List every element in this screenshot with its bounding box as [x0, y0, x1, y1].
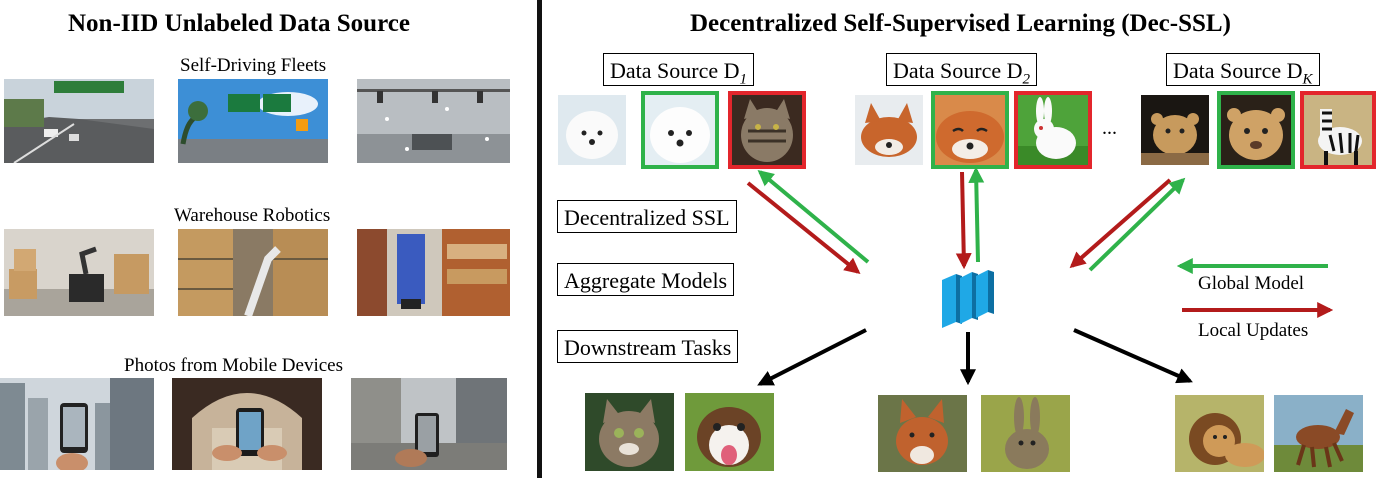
data-source-2-text: Data Source D: [893, 58, 1023, 83]
fox-augmented-photo: [931, 91, 1009, 169]
legend-local-updates: Local Updates: [1198, 320, 1309, 341]
snowy-intersection-photo: [357, 79, 510, 163]
cat-photo: [585, 393, 674, 471]
hare-photo: [981, 395, 1070, 472]
panel-divider: [537, 0, 542, 478]
phone-skyscrapers-photo: [0, 378, 154, 470]
caption-mobile-devices: Photos from Mobile Devices: [124, 355, 344, 376]
rabbit-photo: [1014, 91, 1092, 169]
local-update-arrow-k: [1069, 178, 1172, 269]
right-panel-title: Decentralized Self-Supervised Learning (…: [690, 10, 1231, 37]
tabby-cat-photo: [728, 91, 806, 169]
step-decentralized-ssl: Decentralized SSL: [557, 200, 737, 233]
warehouse-aisle-photo: [178, 229, 328, 316]
downstream-arrow-left: [757, 328, 867, 386]
data-source-1-subscript: 1: [739, 71, 748, 88]
data-source-2-label: Data Source D2: [886, 53, 1038, 88]
global-model-arrow-1: [757, 169, 870, 264]
global-model-arrow-2: [968, 166, 985, 263]
city-road-signs-photo: [178, 79, 328, 163]
phone-archway-photo: [172, 378, 322, 470]
data-source-k-subscript: K: [1302, 71, 1313, 88]
step-downstream-tasks: Downstream Tasks: [557, 330, 739, 363]
step-aggregate-models: Aggregate Models: [557, 263, 735, 296]
local-update-arrow-2: [955, 171, 972, 270]
white-puppy-photo: [558, 95, 626, 165]
horse-photo: [1274, 395, 1363, 472]
data-source-k-label: Data Source DK: [1166, 53, 1320, 88]
ellipsis: ...: [1102, 117, 1117, 139]
local-update-arrow-1: [746, 181, 861, 275]
left-panel-title: Non-IID Unlabeled Data Source: [68, 10, 410, 37]
caption-self-driving: Self-Driving Fleets: [180, 55, 327, 76]
highway-photo: [4, 79, 154, 163]
global-model-arrow-k: [1088, 177, 1186, 272]
data-source-2-subscript: 2: [1022, 71, 1031, 88]
downstream-arrow-right: [1073, 328, 1193, 384]
data-source-1-label: Data Source D1: [603, 53, 755, 88]
white-puppy-augmented-photo: [641, 91, 719, 169]
data-source-k-text: Data Source D: [1173, 58, 1303, 83]
lion-cub-photo: [1141, 95, 1209, 165]
data-source-1-text: Data Source D: [610, 58, 740, 83]
neural-network-model-icon: [942, 270, 994, 328]
dog-photo: [685, 393, 774, 471]
fox-downstream-photo: [878, 395, 967, 472]
fox-photo: [855, 95, 923, 165]
caption-warehouse-robotics: Warehouse Robotics: [174, 205, 331, 226]
robot-arm-boxes-photo: [4, 229, 154, 316]
legend-global-model: Global Model: [1198, 273, 1305, 294]
lion-photo: [1175, 395, 1264, 472]
phone-street-photo: [351, 378, 507, 470]
zebra-photo: [1300, 91, 1376, 169]
shelf-robot-photo: [357, 229, 510, 316]
lion-cub-augmented-photo: [1217, 91, 1295, 169]
